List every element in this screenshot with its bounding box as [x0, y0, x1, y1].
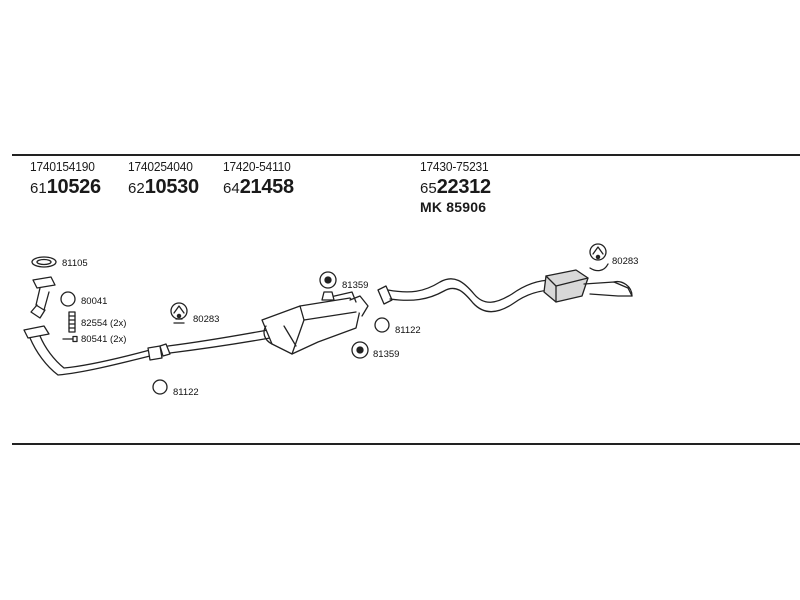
label-81359-top: 81359	[342, 280, 368, 291]
ref-number: 10530	[144, 176, 199, 198]
label-80541: 80541 (2x)	[81, 334, 126, 345]
label-81122-low: 81122	[173, 387, 199, 398]
label-81359-bottom: 81359	[373, 349, 399, 360]
bracket-81359-top	[319, 271, 337, 301]
part-ref: 6421458	[223, 177, 296, 197]
manifold-flange	[30, 276, 56, 319]
gasket-81105	[31, 256, 57, 268]
part-header-3: 17420-54110 6421458	[223, 160, 296, 197]
part-ref: 6110526	[30, 177, 101, 197]
bolt-80541	[62, 335, 78, 343]
part-ref: 6210530	[128, 177, 199, 197]
label-80283-mid: 80283	[193, 314, 219, 325]
label-80041: 80041	[81, 296, 107, 307]
ring-80041	[60, 291, 76, 307]
ring-81122-low	[152, 379, 168, 395]
rear-muffler	[543, 269, 633, 303]
part-header-1: 1740154190 6110526	[30, 160, 101, 197]
ref-number: 21458	[239, 176, 294, 198]
ref-prefix: 65	[420, 180, 437, 197]
spring-82554	[68, 311, 76, 333]
centre-muffler	[261, 291, 369, 355]
part-number: 1740254040	[128, 159, 193, 174]
intermediate-pipe	[159, 329, 271, 357]
ref-prefix: 62	[128, 180, 145, 197]
label-82554: 82554 (2x)	[81, 318, 126, 329]
ref-prefix: 64	[223, 180, 240, 197]
clamp-80283-mid	[170, 302, 188, 324]
ring-81122-mid	[374, 317, 390, 333]
clamp-80283-right	[589, 243, 609, 272]
rear-pipe	[377, 278, 555, 313]
ref-number: 22312	[436, 176, 491, 198]
part-number: 17430-75231	[420, 159, 489, 174]
part-header-2: 1740254040 6210530	[128, 160, 199, 197]
label-81122-mid: 81122	[395, 325, 421, 336]
top-divider	[12, 154, 800, 156]
part-header-4: 17430-75231 6522312 MK 85906	[420, 160, 494, 214]
label-81105: 81105	[62, 258, 88, 269]
bracket-81359-bottom	[351, 341, 369, 359]
ref-prefix: 61	[30, 180, 47, 197]
part-ref: 6522312	[420, 177, 494, 197]
front-pipe	[23, 325, 163, 376]
part-number: 17420-54110	[223, 159, 291, 174]
mk-number: MK 85906	[420, 199, 487, 215]
label-80283-right: 80283	[612, 256, 638, 267]
part-number: 1740154190	[30, 159, 95, 174]
ref-number: 10526	[46, 176, 101, 198]
bottom-divider	[12, 443, 800, 445]
